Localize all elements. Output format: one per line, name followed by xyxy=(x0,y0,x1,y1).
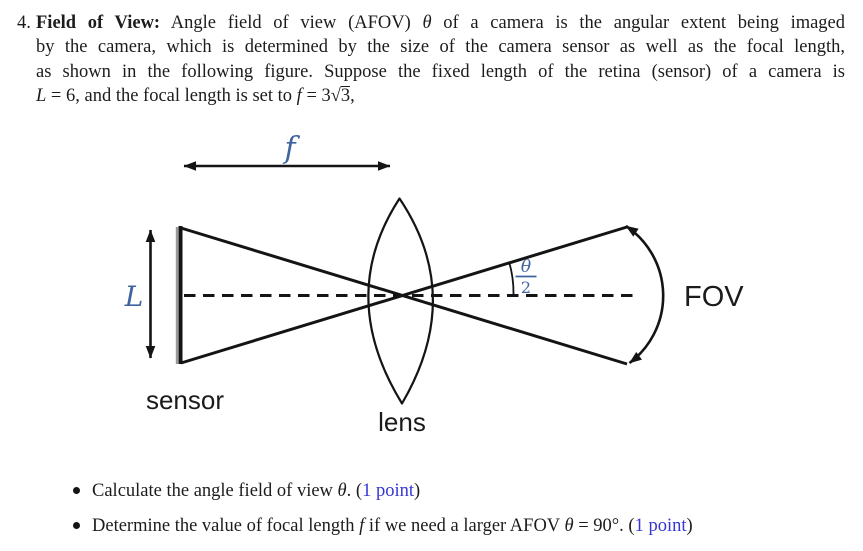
bullet-icon xyxy=(73,487,80,494)
lens-outline xyxy=(367,197,434,405)
question-text: . ( xyxy=(346,481,363,501)
question-text: Calculate the angle field of view xyxy=(92,481,338,501)
theta-symbol: θ xyxy=(337,481,347,501)
problem-title: Field of View: xyxy=(36,13,161,33)
sensor-label: sensor xyxy=(146,385,224,415)
statement-text: = 3 xyxy=(301,85,331,106)
statement-line-4: L = 6, and the focal length is set to f … xyxy=(36,84,845,108)
theta-denominator-label: 2 xyxy=(521,278,531,297)
question-text: ) xyxy=(686,515,693,536)
question-item-1: Calculate the angle field of view θ. (1 … xyxy=(73,479,837,503)
question-text: Determine the value of focal length xyxy=(92,515,360,536)
theta-symbol: θ xyxy=(564,515,574,536)
half-angle-arc xyxy=(508,261,515,295)
lens-label: lens xyxy=(378,407,426,437)
statement-text: , xyxy=(350,85,355,106)
statement-text: Angle field of view (AFOV) xyxy=(170,13,423,33)
question-text: = 90°. ( xyxy=(573,515,635,536)
statement-text: = 6, and the focal length is set to xyxy=(46,85,297,106)
theta-symbol: θ xyxy=(422,13,432,33)
statement-line-1: 4.Field of View: Angle field of view (AF… xyxy=(17,11,846,35)
L-symbol: L xyxy=(36,85,47,106)
ray-from-sensor-bottom xyxy=(180,225,628,365)
fov-label: FOV xyxy=(684,281,744,313)
bullet-icon xyxy=(73,521,80,529)
question-text: ) xyxy=(413,481,421,501)
problem-statement: 4.Field of View: Angle field of view (AF… xyxy=(17,11,846,108)
points-badge: 1 point xyxy=(362,481,414,501)
item-number: 4. xyxy=(17,13,31,33)
statement-line-3: as shown in the following figure. Suppos… xyxy=(36,61,845,82)
focal-length-label: f xyxy=(282,131,300,166)
sensor-height-label: L xyxy=(124,280,144,313)
f-symbol: f xyxy=(296,85,302,106)
theta-numerator-label: θ xyxy=(521,257,531,277)
question-list: Calculate the angle field of view θ. (1 … xyxy=(73,479,837,548)
statement-text: of a camera is the angular extent being … xyxy=(431,13,846,33)
radical-sign: √ xyxy=(330,85,341,106)
statement-line-2: by the camera, which is determined by th… xyxy=(36,37,845,58)
radicand: 3 xyxy=(340,85,351,106)
question-text: if we need a larger AFOV xyxy=(364,515,565,536)
fov-figure: f L θ 2 FOV sensor lens xyxy=(124,131,745,437)
f-symbol: f xyxy=(359,515,365,536)
fov-arc-arrow xyxy=(625,224,665,365)
points-badge: 1 point xyxy=(634,515,687,536)
question-item-2: Determine the value of focal length f if… xyxy=(73,514,837,538)
